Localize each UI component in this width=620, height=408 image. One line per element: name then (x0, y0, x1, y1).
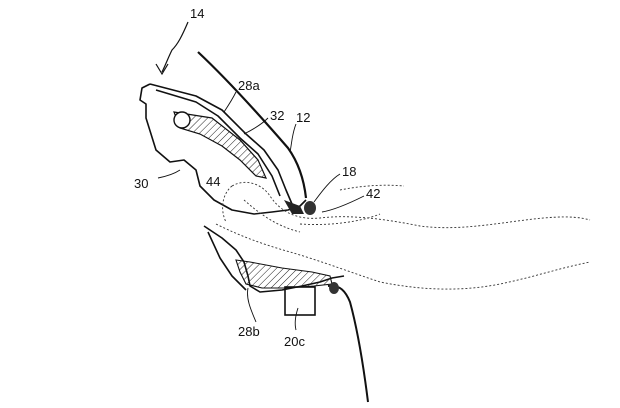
lower-hatch-strip (235, 259, 333, 289)
label-28a: 28a (238, 78, 260, 93)
hand-42 (215, 182, 591, 290)
arrow-14 (155, 21, 189, 76)
label-12: 12 (296, 110, 310, 125)
lower-clip (329, 282, 339, 294)
hinge-pivot (173, 111, 191, 129)
label-20c: 20c (284, 334, 305, 349)
label-32: 32 (270, 108, 284, 123)
block-20c (284, 286, 316, 316)
label-30: 30 (134, 176, 148, 191)
clip-18 (284, 200, 316, 215)
label-18: 18 (342, 164, 356, 179)
lower-panel-line (327, 284, 369, 403)
leader-lines (157, 91, 365, 331)
panel-line-12 (197, 51, 308, 199)
label-14: 14 (190, 6, 204, 21)
label-42: 42 (366, 186, 380, 201)
hinge-arm-32 (173, 111, 268, 179)
upper-housing-28a (139, 83, 307, 215)
label-28b: 28b (238, 324, 260, 339)
label-44: 44 (206, 174, 220, 189)
